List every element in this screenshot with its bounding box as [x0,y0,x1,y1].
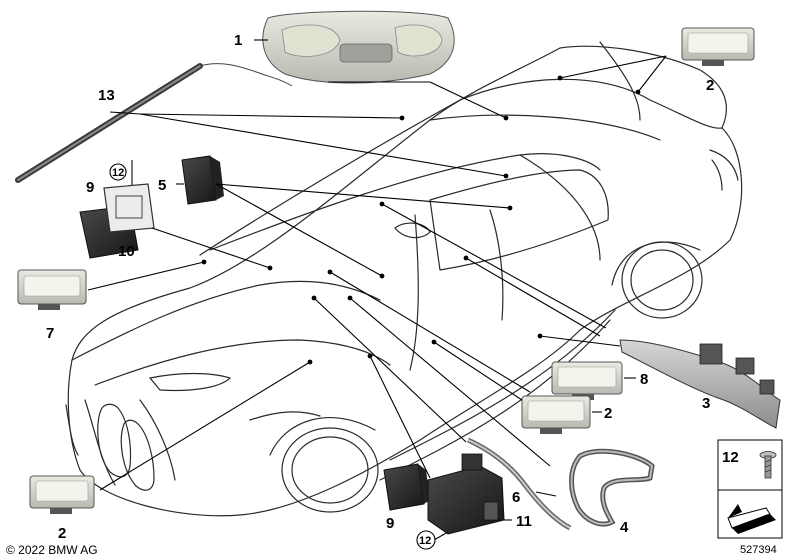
diagram-reference-number: 527394 [740,544,777,556]
door-lamp-part-left [17,269,87,310]
courtesy-lamp-part [681,27,755,66]
label-part-9-bottom: 9 [386,515,394,532]
label-part-2-door: 2 [604,405,612,422]
label-part-5: 5 [158,177,166,194]
lamp-part-bottom-left [29,475,95,514]
label-part-8: 8 [640,371,648,388]
leader-lines [87,39,667,541]
connector-module-part [427,453,505,535]
screw-icon [759,451,777,479]
label-part-4: 4 [620,519,629,536]
callout-circle-12-bottom [416,530,436,550]
thread-arrow-icon [727,504,776,534]
label-part-12-top: 12 [112,167,124,179]
ambient-ring-part [569,448,655,527]
lamp-part-mid [521,395,591,434]
copyright-text: © 2022 BMW AG [6,543,98,557]
light-strip-part [15,63,293,183]
control-module-part [181,155,224,205]
label-part-1: 1 [234,32,242,49]
control-unit-part-bottom [383,463,430,511]
label-part-9-top: 9 [86,179,94,196]
callout-circle-12-top [109,163,127,181]
car-outline [65,41,743,517]
label-part-2-front: 2 [58,525,66,542]
label-part-12-bottom: 12 [419,535,431,547]
light-guide-part [466,437,572,531]
label-part-11: 11 [516,513,532,530]
hardware-legend-box: 12 [717,439,783,539]
label-part-12-legend: 12 [722,449,739,466]
label-part-6: 6 [512,489,520,506]
wiring-bracket-part [619,339,781,429]
label-part-7: 7 [46,325,54,342]
control-unit-bracket-part [79,183,155,259]
label-part-10: 10 [118,243,135,260]
label-part-13: 13 [98,87,115,104]
overhead-console-part [262,10,455,84]
lamp-part-8 [551,361,623,400]
label-part-2-roof: 2 [706,77,714,94]
label-part-3: 3 [702,395,710,412]
